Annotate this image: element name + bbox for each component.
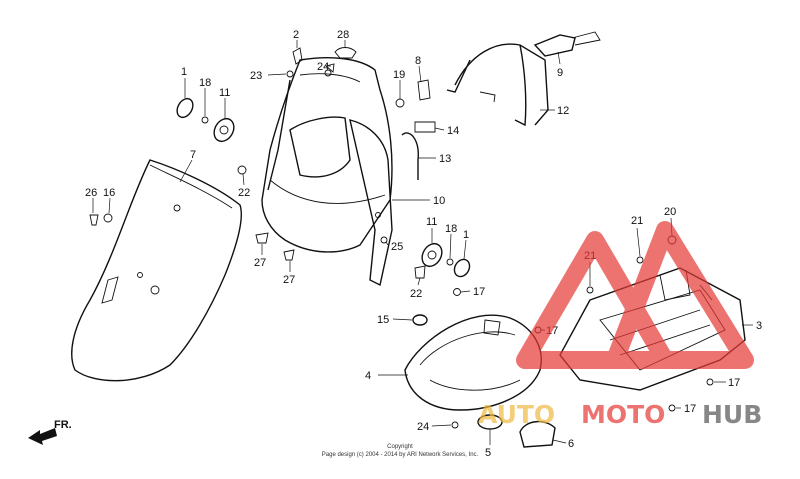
callout-5: 5 <box>485 447 491 459</box>
callout-28: 28 <box>337 29 349 41</box>
callout-27-lower: 27 <box>283 274 295 286</box>
callout-19: 19 <box>393 69 405 81</box>
callout-22-left: 22 <box>238 187 250 199</box>
callout-15: 15 <box>377 314 389 326</box>
callout-13: 13 <box>439 153 451 165</box>
callout-27-upper: 27 <box>254 257 266 269</box>
watermark-hub: HUB <box>702 400 762 429</box>
callout-3: 3 <box>756 320 762 332</box>
callout-18-right: 18 <box>445 223 457 235</box>
callout-17-center: 17 <box>473 286 485 298</box>
tube-parts <box>401 121 436 180</box>
callout-10: 10 <box>433 195 445 207</box>
key-lock-part <box>533 31 601 57</box>
screw-26-part <box>89 213 113 226</box>
callout-11-upper-left: 11 <box>219 87 230 99</box>
inner-fender-part <box>404 314 542 411</box>
callout-9: 9 <box>557 67 563 79</box>
callout-24-bottom: 24 <box>417 421 429 433</box>
callout-4: 4 <box>365 370 371 382</box>
callout-24-top: 24 <box>317 61 329 73</box>
callout-25: 25 <box>391 241 403 253</box>
callout-1-upper-left: 1 <box>181 66 187 78</box>
callout-17-right: 17 <box>728 377 740 389</box>
inner-cover-part <box>261 57 393 287</box>
callout-11-right: 11 <box>426 216 437 228</box>
callout-26: 26 <box>85 187 97 199</box>
watermark-auto: AUTO <box>478 400 555 429</box>
callout-17-bottom: 17 <box>684 403 696 415</box>
callout-12: 12 <box>557 105 569 117</box>
front-shield-part <box>71 159 242 382</box>
automotohub-watermark: AUTO MOTO HUB <box>478 221 762 429</box>
copyright-notice: Copyright Page design (c) 2004 - 2014 by… <box>322 444 479 458</box>
lower-small-parts <box>451 414 556 448</box>
emblem-parts-right <box>380 236 471 279</box>
callout-8: 8 <box>415 55 421 67</box>
top-fasteners <box>286 47 357 78</box>
grommet-parts <box>412 288 461 326</box>
callout-1-right: 1 <box>463 229 469 241</box>
watermark-moto: MOTO <box>581 400 665 429</box>
callout-23: 23 <box>250 70 262 82</box>
emblem-parts-left <box>176 97 295 261</box>
callout-14: 14 <box>447 125 459 137</box>
callout-21-upper: 21 <box>631 215 643 227</box>
front-direction-arrow: FR. <box>28 419 72 445</box>
direction-label: FR. <box>54 419 72 431</box>
copyright-line2: Page design (c) 2004 - 2014 by ARI Netwo… <box>322 452 479 458</box>
callout-16: 16 <box>103 187 115 199</box>
leader-lines <box>92 40 753 445</box>
callout-6: 6 <box>568 438 574 450</box>
callout-7: 7 <box>190 149 196 161</box>
rear-bracket-part <box>446 43 549 127</box>
callout-18-upper-left: 18 <box>199 77 211 89</box>
callout-2: 2 <box>293 29 299 41</box>
copyright-line1: Copyright <box>387 444 413 450</box>
callout-22-right: 22 <box>410 288 422 300</box>
callout-20: 20 <box>664 206 676 218</box>
clip-parts <box>395 79 431 108</box>
